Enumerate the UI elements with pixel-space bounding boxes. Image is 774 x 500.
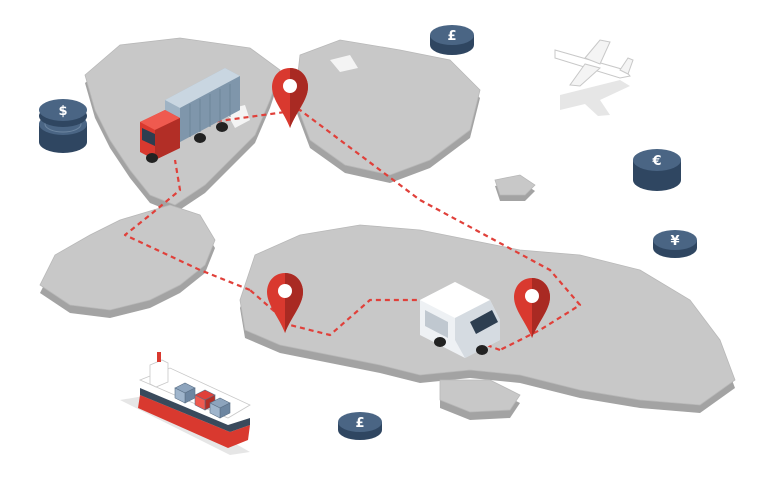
southern-landmass [439,379,521,413]
coin-stack-pound-top: £ [430,25,474,55]
airplane-icon [554,39,634,116]
coin-yen: ¥ [653,230,697,258]
coin-pound-bottom: £ [338,412,382,440]
cargo-truck-icon [140,68,240,163]
shipping-route [123,108,582,352]
container-ship-icon [120,352,251,455]
location-pin-icon [272,68,308,128]
world-map [39,37,736,420]
coin-stack-euro: € [633,149,681,191]
location-pin-icon [514,278,550,338]
pound-symbol: £ [447,29,456,44]
small-island [494,174,536,196]
south-america [39,204,216,311]
location-pin-icon [267,273,303,333]
coin-stack-dollar: $ [39,99,87,153]
delivery-van-icon [420,282,500,358]
yen-symbol: ¥ [670,234,679,249]
euro-symbol: € [651,154,661,169]
pound-symbol: £ [355,416,364,431]
dollar-symbol: $ [58,104,67,119]
